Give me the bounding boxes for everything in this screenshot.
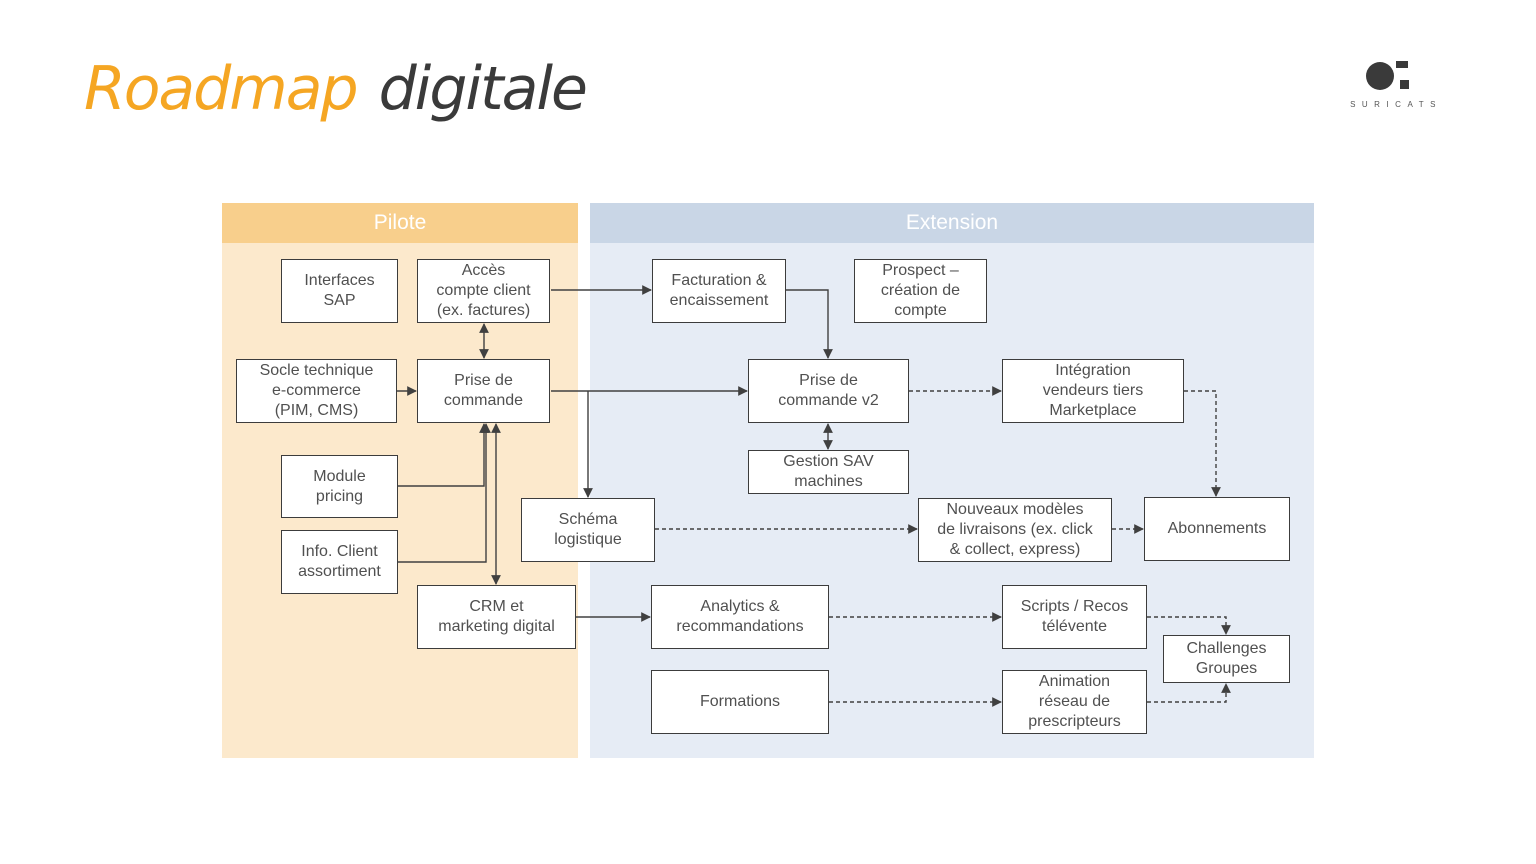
node-info-client: Info. Client assortiment [281, 530, 398, 594]
node-crm-marketing: CRM et marketing digital [417, 585, 576, 649]
node-prospect: Prospect – création de compte [854, 259, 987, 323]
arrow-scripts-to-challenges [1147, 616, 1231, 635]
node-facturation: Facturation & encaissement [652, 259, 786, 323]
node-formations: Formations [651, 670, 829, 734]
node-interfaces-sap: Interfaces SAP [281, 259, 398, 323]
node-prise-de-commande-v2: Prise de commande v2 [748, 359, 909, 423]
arrow-integration-to-abonnements [1184, 390, 1221, 497]
node-gestion-sav: Gestion SAV machines [748, 450, 909, 494]
page-title: Roadmap digitale [84, 44, 588, 134]
arrow-pricing-to-prise [398, 423, 489, 487]
arrow-facturation-to-prise-v2 [786, 289, 833, 359]
node-animation-reseau: Animation réseau de prescripteurs [1002, 670, 1147, 734]
arrow-animation-to-challenges [1147, 683, 1231, 703]
zone-extension-header: Extension [590, 203, 1314, 243]
zone-pilote-header: Pilote [222, 203, 578, 243]
node-nouveaux-modeles: Nouveaux modèles de livraisons (ex. clic… [918, 498, 1112, 562]
node-socle-technique: Socle technique e-commerce (PIM, CMS) [236, 359, 397, 423]
node-prise-de-commande: Prise de commande [417, 359, 550, 423]
node-abonnements: Abonnements [1144, 497, 1290, 561]
suricats-logo: SURICATS [1338, 56, 1454, 112]
arrow-info-to-prise [398, 423, 491, 563]
title-word-roadmap: Roadmap [84, 54, 359, 124]
node-acces-compte-client: Accès compte client (ex. factures) [417, 259, 550, 323]
node-analytics: Analytics & recommandations [651, 585, 829, 649]
node-module-pricing: Module pricing [281, 455, 398, 518]
title-word-digitale: digitale [378, 54, 588, 124]
node-integration-vendeurs: Intégration vendeurs tiers Marketplace [1002, 359, 1184, 423]
logo-text: SURICATS [1350, 100, 1442, 109]
node-schema-logistique: Schéma logistique [521, 498, 655, 562]
node-scripts-recos: Scripts / Recos télévente [1002, 585, 1147, 649]
node-challenges-groupes: Challenges Groupes [1163, 635, 1290, 683]
logo-mark-icon [1366, 61, 1409, 90]
